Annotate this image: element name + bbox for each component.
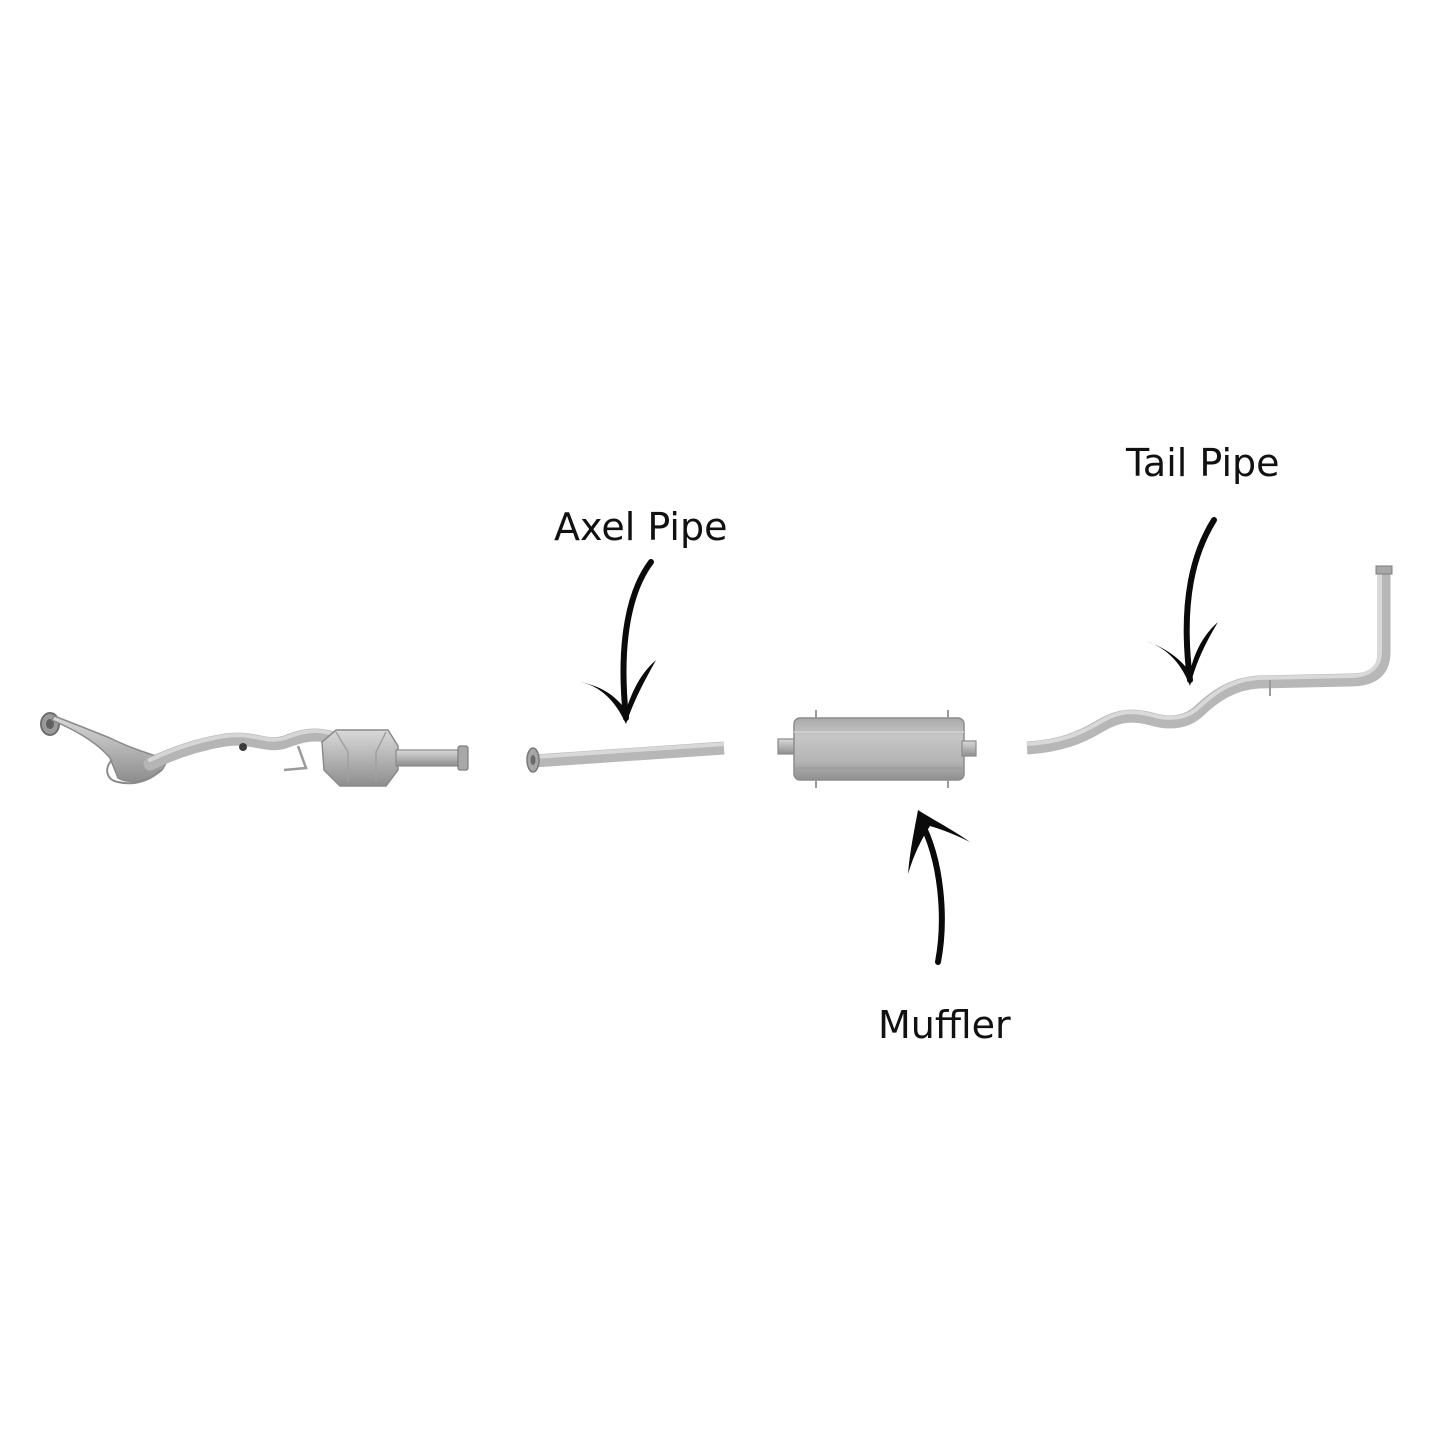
o2-sensor-bung (239, 743, 247, 751)
axel-pipe (526, 741, 725, 773)
tail-pipe-arrowhead (1142, 622, 1218, 686)
tail-pipe-arrow (1142, 517, 1218, 686)
axel-pipe-arrowhead (580, 660, 656, 724)
tail-pipe (1026, 565, 1393, 755)
muffler (777, 710, 977, 788)
front-pipe (143, 728, 340, 771)
muffler-label: Muffler (878, 1003, 1011, 1047)
flared-inlet-pipe (50, 715, 170, 783)
axel-pipe-label: Axel Pipe (554, 505, 728, 549)
catalytic-converter (321, 729, 399, 787)
muffler-arrow (908, 810, 970, 965)
axel-pipe-arrow (580, 559, 656, 724)
muffler-body (793, 717, 965, 781)
front-pipe-with-catalytic-converter (40, 712, 469, 787)
tail-pipe-body (1026, 570, 1391, 755)
hanger-rod (283, 745, 308, 772)
muffler-arrowhead (908, 810, 970, 874)
muffler-hanger (815, 710, 949, 788)
muffler-outlet (961, 740, 977, 757)
outlet-pipe (395, 749, 463, 767)
tail-pipe-label: Tail Pipe (1126, 441, 1280, 485)
axel-pipe-body (533, 741, 725, 768)
